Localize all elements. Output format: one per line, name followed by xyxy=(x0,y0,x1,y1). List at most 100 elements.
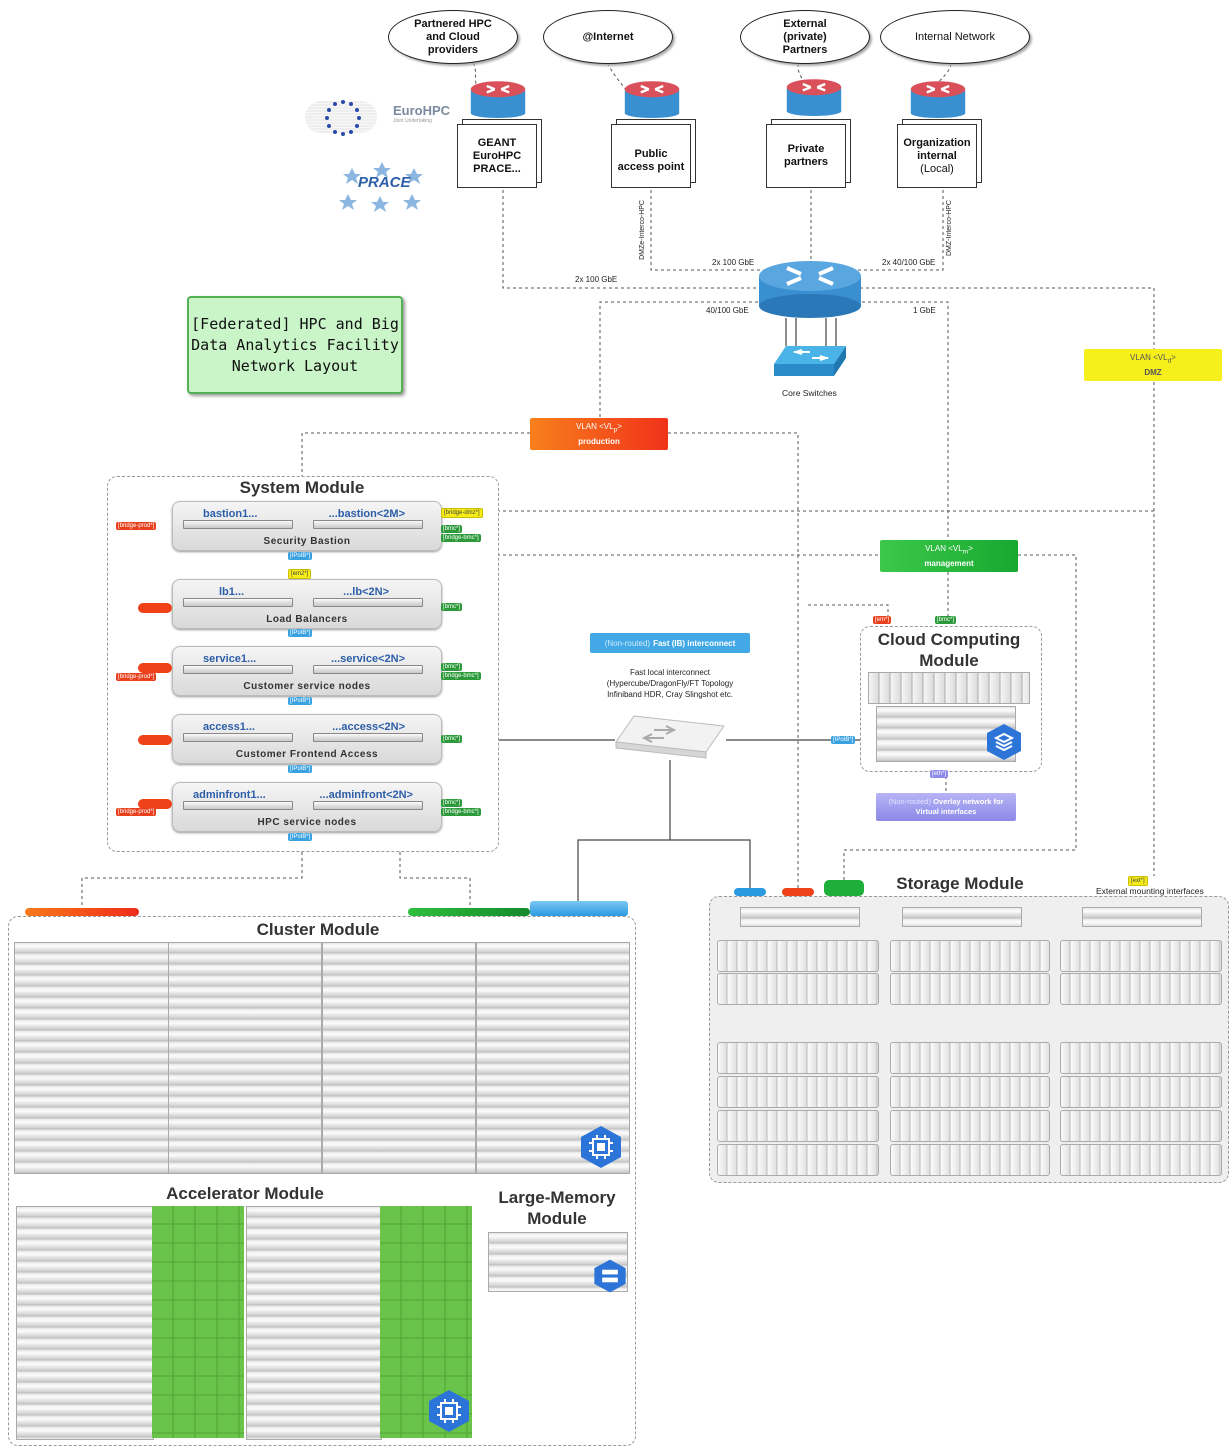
tag-bmc: [bmc*] xyxy=(441,525,463,533)
vlan-production: VLAN <VLp> production xyxy=(530,418,668,450)
router-icon xyxy=(786,79,842,116)
tag-bmc: [bmc*] xyxy=(441,663,463,671)
core-router-icon xyxy=(759,261,861,318)
tag-bridge-dmz: [bridge-dmz*] xyxy=(441,508,483,518)
chip-icon xyxy=(429,1390,469,1432)
port-production xyxy=(138,735,172,745)
accelerator-rack xyxy=(16,1206,154,1440)
port-production xyxy=(782,888,814,896)
server-unit xyxy=(313,801,423,810)
tag-bridge-prod: [bridge-prod*] xyxy=(116,808,157,816)
tag-bmc: [bmc*] xyxy=(441,799,463,807)
sysrow-right-label: ...service<2N> xyxy=(330,653,405,665)
storage-head xyxy=(902,907,1022,927)
disk-enclosure xyxy=(890,1144,1050,1176)
tag-bridge-bmc: [bridge-bmc*] xyxy=(441,808,481,816)
port-management xyxy=(408,908,530,916)
link-label-public: 2x 100 GbE xyxy=(712,258,755,267)
compute-rack xyxy=(322,942,476,1174)
link-label-management: 1 GbE xyxy=(913,306,936,315)
eu-stars-icon xyxy=(325,100,361,136)
link-label-production: 40/100 GbE xyxy=(706,306,749,315)
disk-enclosure xyxy=(1060,1042,1222,1074)
system-module-title: System Module xyxy=(239,478,365,497)
disk-enclosure xyxy=(890,1076,1050,1108)
sysrow-lb: lb1... ...lb<2N> Load Balancers xyxy=(172,579,442,629)
sysrow-left-label: access1... xyxy=(203,721,255,733)
tag-ipoib: [IPoIB*] xyxy=(288,552,313,560)
tag-ipoib: [IPoIB*] xyxy=(288,629,313,637)
disk-enclosure xyxy=(717,1110,879,1142)
tag-bridge-bmc: [bridge-bmc*] xyxy=(441,672,481,680)
disk-enclosure xyxy=(717,1076,879,1108)
tag-ipoib: [IPoIB*] xyxy=(288,765,313,773)
overlay-network: (Non-routed) Overlay network for Virtual… xyxy=(876,793,1016,821)
tag-bridge-prod: [bridge-prod*] xyxy=(116,673,157,681)
tag-ipoib: [IPoIB*] xyxy=(831,736,856,744)
tag-bridge-prod: [bridge-prod*] xyxy=(116,522,157,530)
sysrow-caption: HPC service nodes xyxy=(257,817,357,828)
sysrow-caption: Customer service nodes xyxy=(243,681,371,692)
sysrow-right-label: ...access<2N> xyxy=(332,721,405,733)
port-interconnect xyxy=(530,901,628,916)
storage-head xyxy=(1082,907,1202,927)
sysrow-left-label: adminfront1... xyxy=(193,789,266,801)
port-interconnect xyxy=(734,888,766,896)
cloud-internet: @Internet xyxy=(543,10,673,64)
port-production xyxy=(138,663,172,673)
cloud-internal-network: Internal Network xyxy=(880,10,1030,64)
disk-enclosure xyxy=(890,1110,1050,1142)
disk-enclosure xyxy=(1060,940,1222,972)
router-icon xyxy=(624,81,680,118)
disk-enclosure xyxy=(717,940,879,972)
server-unit xyxy=(183,801,293,810)
vlan-management: VLAN <VLm> management xyxy=(880,540,1018,572)
sysrow-service: service1... ...service<2N> Customer serv… xyxy=(172,646,442,696)
port-production xyxy=(138,603,172,613)
accelerator-rack xyxy=(246,1206,382,1440)
sysrow-bastion: bastion1... ...bastion<2M> Security Bast… xyxy=(172,501,442,551)
vlan-dmz: VLAN <VLd> DMZ xyxy=(1084,349,1222,381)
tag-bridge-bmc: [bridge-bmc*] xyxy=(441,534,481,542)
link-label-dmz-int: DMZ-Interco-HPC xyxy=(946,200,953,257)
server-unit xyxy=(313,598,423,607)
server-unit xyxy=(183,598,293,607)
prace-stars-icon xyxy=(339,162,423,212)
sysrow-left-label: lb1... xyxy=(219,586,245,598)
disk-enclosure xyxy=(890,940,1050,972)
port-management xyxy=(824,880,864,896)
tag-bmc: [bmc*] xyxy=(935,616,957,624)
external-mounting-label: External mounting interfaces xyxy=(1096,886,1204,896)
core-switch-icon xyxy=(774,346,846,376)
disk-enclosure xyxy=(1060,1144,1222,1176)
sysrow-right-label: ...lb<2N> xyxy=(343,586,389,598)
sysrow-caption: Load Balancers xyxy=(266,614,348,625)
disk-enclosure xyxy=(1060,1076,1222,1108)
router-icon xyxy=(910,81,966,118)
storage-module-title: Storage Module xyxy=(896,874,1024,893)
tag-bmc: [bmc*] xyxy=(441,603,463,611)
link-label-org: 2x 40/100 GbE xyxy=(882,258,936,267)
tag-bmc: [bmc*] xyxy=(441,735,463,743)
accelerator-module-title: Accelerator Module xyxy=(166,1184,324,1203)
server-unit xyxy=(313,665,423,674)
disk-enclosure xyxy=(717,1042,879,1074)
cloud-rack-chassis xyxy=(868,672,1030,704)
largemem-rack xyxy=(488,1232,628,1292)
sysrow-left-label: bastion1... xyxy=(203,508,258,520)
link-label-geant: 2x 100 GbE xyxy=(575,275,618,284)
port-production xyxy=(138,799,172,809)
storage-head xyxy=(740,907,860,927)
disk-enclosure xyxy=(717,973,879,1005)
interconnect-description: Fast local interconnect (Hypercube/Drago… xyxy=(606,668,734,699)
sysrow-access: access1... ...access<2N> Customer Fronte… xyxy=(172,714,442,764)
chip-icon xyxy=(581,1126,621,1168)
port-production xyxy=(25,908,139,916)
